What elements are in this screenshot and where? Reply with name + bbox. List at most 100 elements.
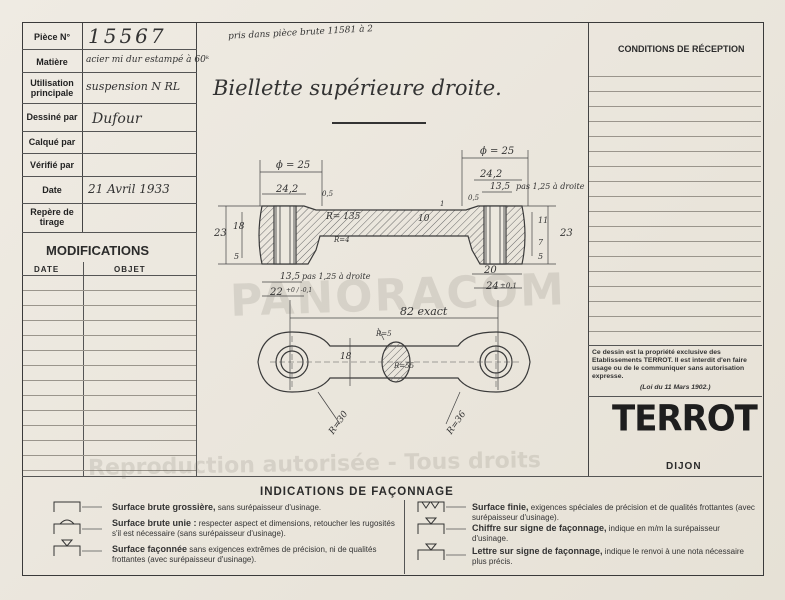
modifications-ruling xyxy=(23,350,196,351)
modifications-ruling xyxy=(23,425,196,426)
reception-ruling xyxy=(589,181,761,182)
dim-24-bot: 24 xyxy=(486,281,499,292)
sheet-border xyxy=(22,22,764,576)
modifications-ruling xyxy=(23,455,196,456)
dim-tol22: +0 / -0,1 xyxy=(286,287,313,294)
dim-23-right: 23 xyxy=(560,228,573,239)
dim-r135: R= 135 xyxy=(326,212,361,222)
modifications-ruling xyxy=(23,470,196,471)
reception-ruling xyxy=(589,316,761,317)
reception-ruling xyxy=(589,91,761,92)
modifications-ruling xyxy=(23,335,196,336)
dim-13-5-left: 13,5 xyxy=(280,272,301,282)
terrot-logo: TERROT xyxy=(612,398,758,440)
reception-ruling xyxy=(589,121,761,122)
legend-item-5: Chiffre sur signe de façonnage, indique … xyxy=(472,523,758,544)
legend-symbols-left xyxy=(53,501,102,556)
dim-23-left: 23 xyxy=(214,228,227,239)
dim-1: 1 xyxy=(440,200,445,208)
part-title: Biellette supérieure droite. xyxy=(213,76,502,100)
dim-82: 82 exact xyxy=(400,305,448,318)
col-date: DATE xyxy=(34,265,60,274)
modifications-ruling xyxy=(23,395,196,396)
dim-phi-right: ϕ = 25 xyxy=(480,146,515,157)
legend-item-3-bold: Surface façonnée xyxy=(112,544,188,554)
dim-pas-left: pas 1,25 à droite xyxy=(302,272,371,281)
legend-item-1: Surface brute grossière, sans surépaisse… xyxy=(112,502,398,513)
reception-ruling xyxy=(589,286,761,287)
title-underline xyxy=(332,122,426,124)
legend-item-5-bold: Chiffre sur signe de façonnage, xyxy=(472,523,607,533)
left-bore xyxy=(273,205,297,265)
modifications-ruling xyxy=(23,305,196,306)
dim-22: 22 xyxy=(270,287,283,298)
dim-13-5-right: 13,5 xyxy=(490,182,511,192)
legend-item-3: Surface façonnée sans exigences extrêmes… xyxy=(112,544,398,565)
dim-20: 20 xyxy=(484,265,497,276)
reception-ruling xyxy=(589,76,761,77)
legend-item-6-text: indique le renvoi à une nota nécessaire … xyxy=(472,547,744,566)
value-utilisation: suspension N RL xyxy=(86,80,181,93)
modifications-ruling xyxy=(23,320,196,321)
modifications-title: MODIFICATIONS xyxy=(46,243,150,258)
label-verifie-par: Vérifié par xyxy=(29,160,75,170)
legend-item-2-bold: Surface brute unie : xyxy=(112,518,197,528)
reception-ruling xyxy=(589,241,761,242)
legend-item-5-text: indique en m/m la surépaisseur d'usinage… xyxy=(472,524,720,543)
dim-tol24: ±0,1 xyxy=(500,282,517,290)
value-date: 21 Avril 1933 xyxy=(88,182,170,196)
dim-phi-left: ϕ = 25 xyxy=(276,160,311,171)
dim-18: 18 xyxy=(233,222,245,232)
legend-item-3-text: sans exigences extrêmes de précision, ni… xyxy=(112,545,377,564)
right-bore xyxy=(483,205,507,265)
legend-item-2-text: respecter aspect et dimensions, retouche… xyxy=(112,519,395,538)
dim-r4: R=4 xyxy=(334,236,350,244)
legend-title: INDICATIONS DE FAÇONNAGE xyxy=(260,486,454,498)
legend-item-6-bold: Lettre sur signe de façonnage, xyxy=(472,546,603,556)
dim-24-2-left: 24,2 xyxy=(276,184,299,195)
dim-chamfer-right: 0,5 xyxy=(468,194,480,202)
reception-ruling xyxy=(589,136,761,137)
value-dessine-par: Dufour xyxy=(92,111,142,127)
reception-ruling xyxy=(589,151,761,152)
reception-ruling xyxy=(589,226,761,227)
reception-ruling xyxy=(589,166,761,167)
modifications-ruling xyxy=(23,290,196,291)
modifications-ruling xyxy=(23,365,196,366)
brand-city: DIJON xyxy=(666,461,702,472)
legend-item-1-text: sans surépaisseur d'usinage. xyxy=(217,503,322,512)
value-matiere: acier mi dur estampé à 60ᵏ xyxy=(86,55,210,65)
legend-item-4-text: exigences spéciales de précision et de q… xyxy=(472,503,755,522)
dim-7: 7 xyxy=(538,238,544,247)
dim-11: 11 xyxy=(538,216,549,225)
col-objet: OBJET xyxy=(114,265,146,274)
reception-ruling xyxy=(589,196,761,197)
label-piece-no: Pièce N° xyxy=(33,32,71,42)
reception-ruling xyxy=(589,331,761,332)
reception-ruling xyxy=(589,211,761,212)
legend-item-1-bold: Surface brute grossière, xyxy=(112,502,216,512)
reception-ruling xyxy=(589,301,761,302)
modifications-ruling xyxy=(23,380,196,381)
modifications-ruling xyxy=(23,440,196,441)
legend-item-4: Surface finie, exigences spéciales de pr… xyxy=(472,502,758,523)
legend-item-6: Lettre sur signe de façonnage, indique l… xyxy=(472,546,758,567)
dim-5-right: 5 xyxy=(538,252,544,261)
dim-r55: R=55 xyxy=(394,362,415,370)
law-note: (Loi du 11 Mars 1902.) xyxy=(640,384,711,391)
label-matiere: Matière xyxy=(36,57,68,67)
modifications-ruling xyxy=(23,410,196,411)
label-utilisation: Utilisation principale xyxy=(30,78,74,98)
dim-5-left: 5 xyxy=(234,252,240,261)
dim-chamfer-left: 0,5 xyxy=(322,190,334,198)
dim-10: 10 xyxy=(418,214,430,224)
legend-item-4-bold: Surface finie, xyxy=(472,502,529,512)
reception-ruling xyxy=(589,256,761,257)
label-repere-tirage: Repère de tirage xyxy=(30,207,74,227)
dim-pas-right: pas 1,25 à droite xyxy=(516,182,585,191)
property-notice: Ce dessin est la propriété exclusive des… xyxy=(592,349,747,380)
dim-r-small: R=5 xyxy=(376,330,392,338)
dim-18-plan: 18 xyxy=(340,352,352,362)
reception-ruling xyxy=(589,106,761,107)
